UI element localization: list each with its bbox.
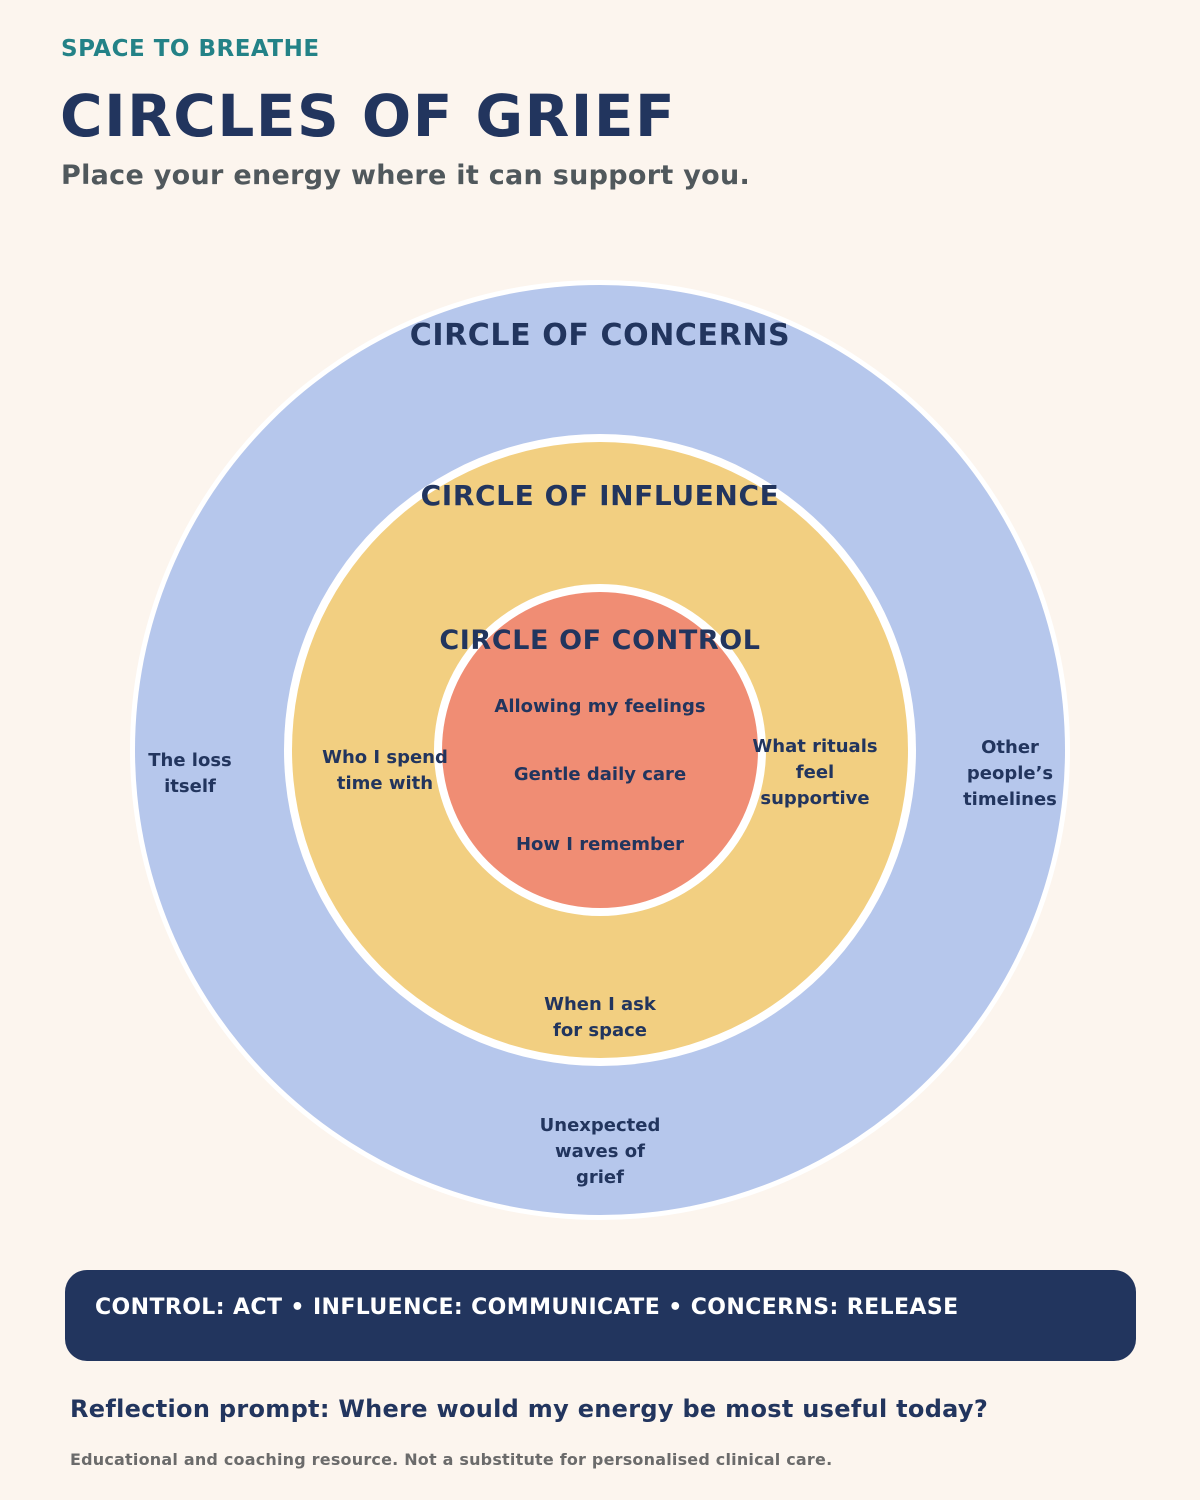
concerns-item: The loss itself: [148, 750, 232, 797]
summary-banner: CONTROL: ACT • INFLUENCE: COMMUNICATE • …: [65, 1270, 1136, 1361]
eyebrow-label: SPACE TO BREATHE: [61, 36, 320, 62]
control-title: CIRCLE OF CONTROL: [439, 625, 761, 656]
influence-item: When I ask for space: [544, 994, 656, 1041]
page-subtitle: Place your energy where it can support y…: [61, 160, 751, 191]
reflection-prompt: Reflection prompt: Where would my energy…: [70, 1395, 989, 1423]
concerns-item: Other people’s timelines: [963, 737, 1057, 810]
concerns-item: Unexpected waves of grief: [539, 1115, 661, 1188]
banner-text: CONTROL: ACT • INFLUENCE: COMMUNICATE • …: [95, 1295, 959, 1320]
influence-item: What rituals feel supportive: [752, 736, 878, 809]
page-title: CIRCLES OF GRIEF: [60, 82, 677, 150]
control-item: Allowing my feelings: [494, 696, 706, 717]
influence-title: CIRCLE OF INFLUENCE: [420, 479, 780, 512]
circle-of-control-fill: [442, 592, 758, 908]
concerns-title: CIRCLE OF CONCERNS: [409, 318, 791, 353]
influence-item: Who I spend time with: [322, 747, 448, 794]
disclaimer: Educational and coaching resource. Not a…: [70, 1450, 833, 1469]
control-item: How I remember: [515, 834, 685, 855]
control-item: Gentle daily care: [513, 764, 687, 785]
